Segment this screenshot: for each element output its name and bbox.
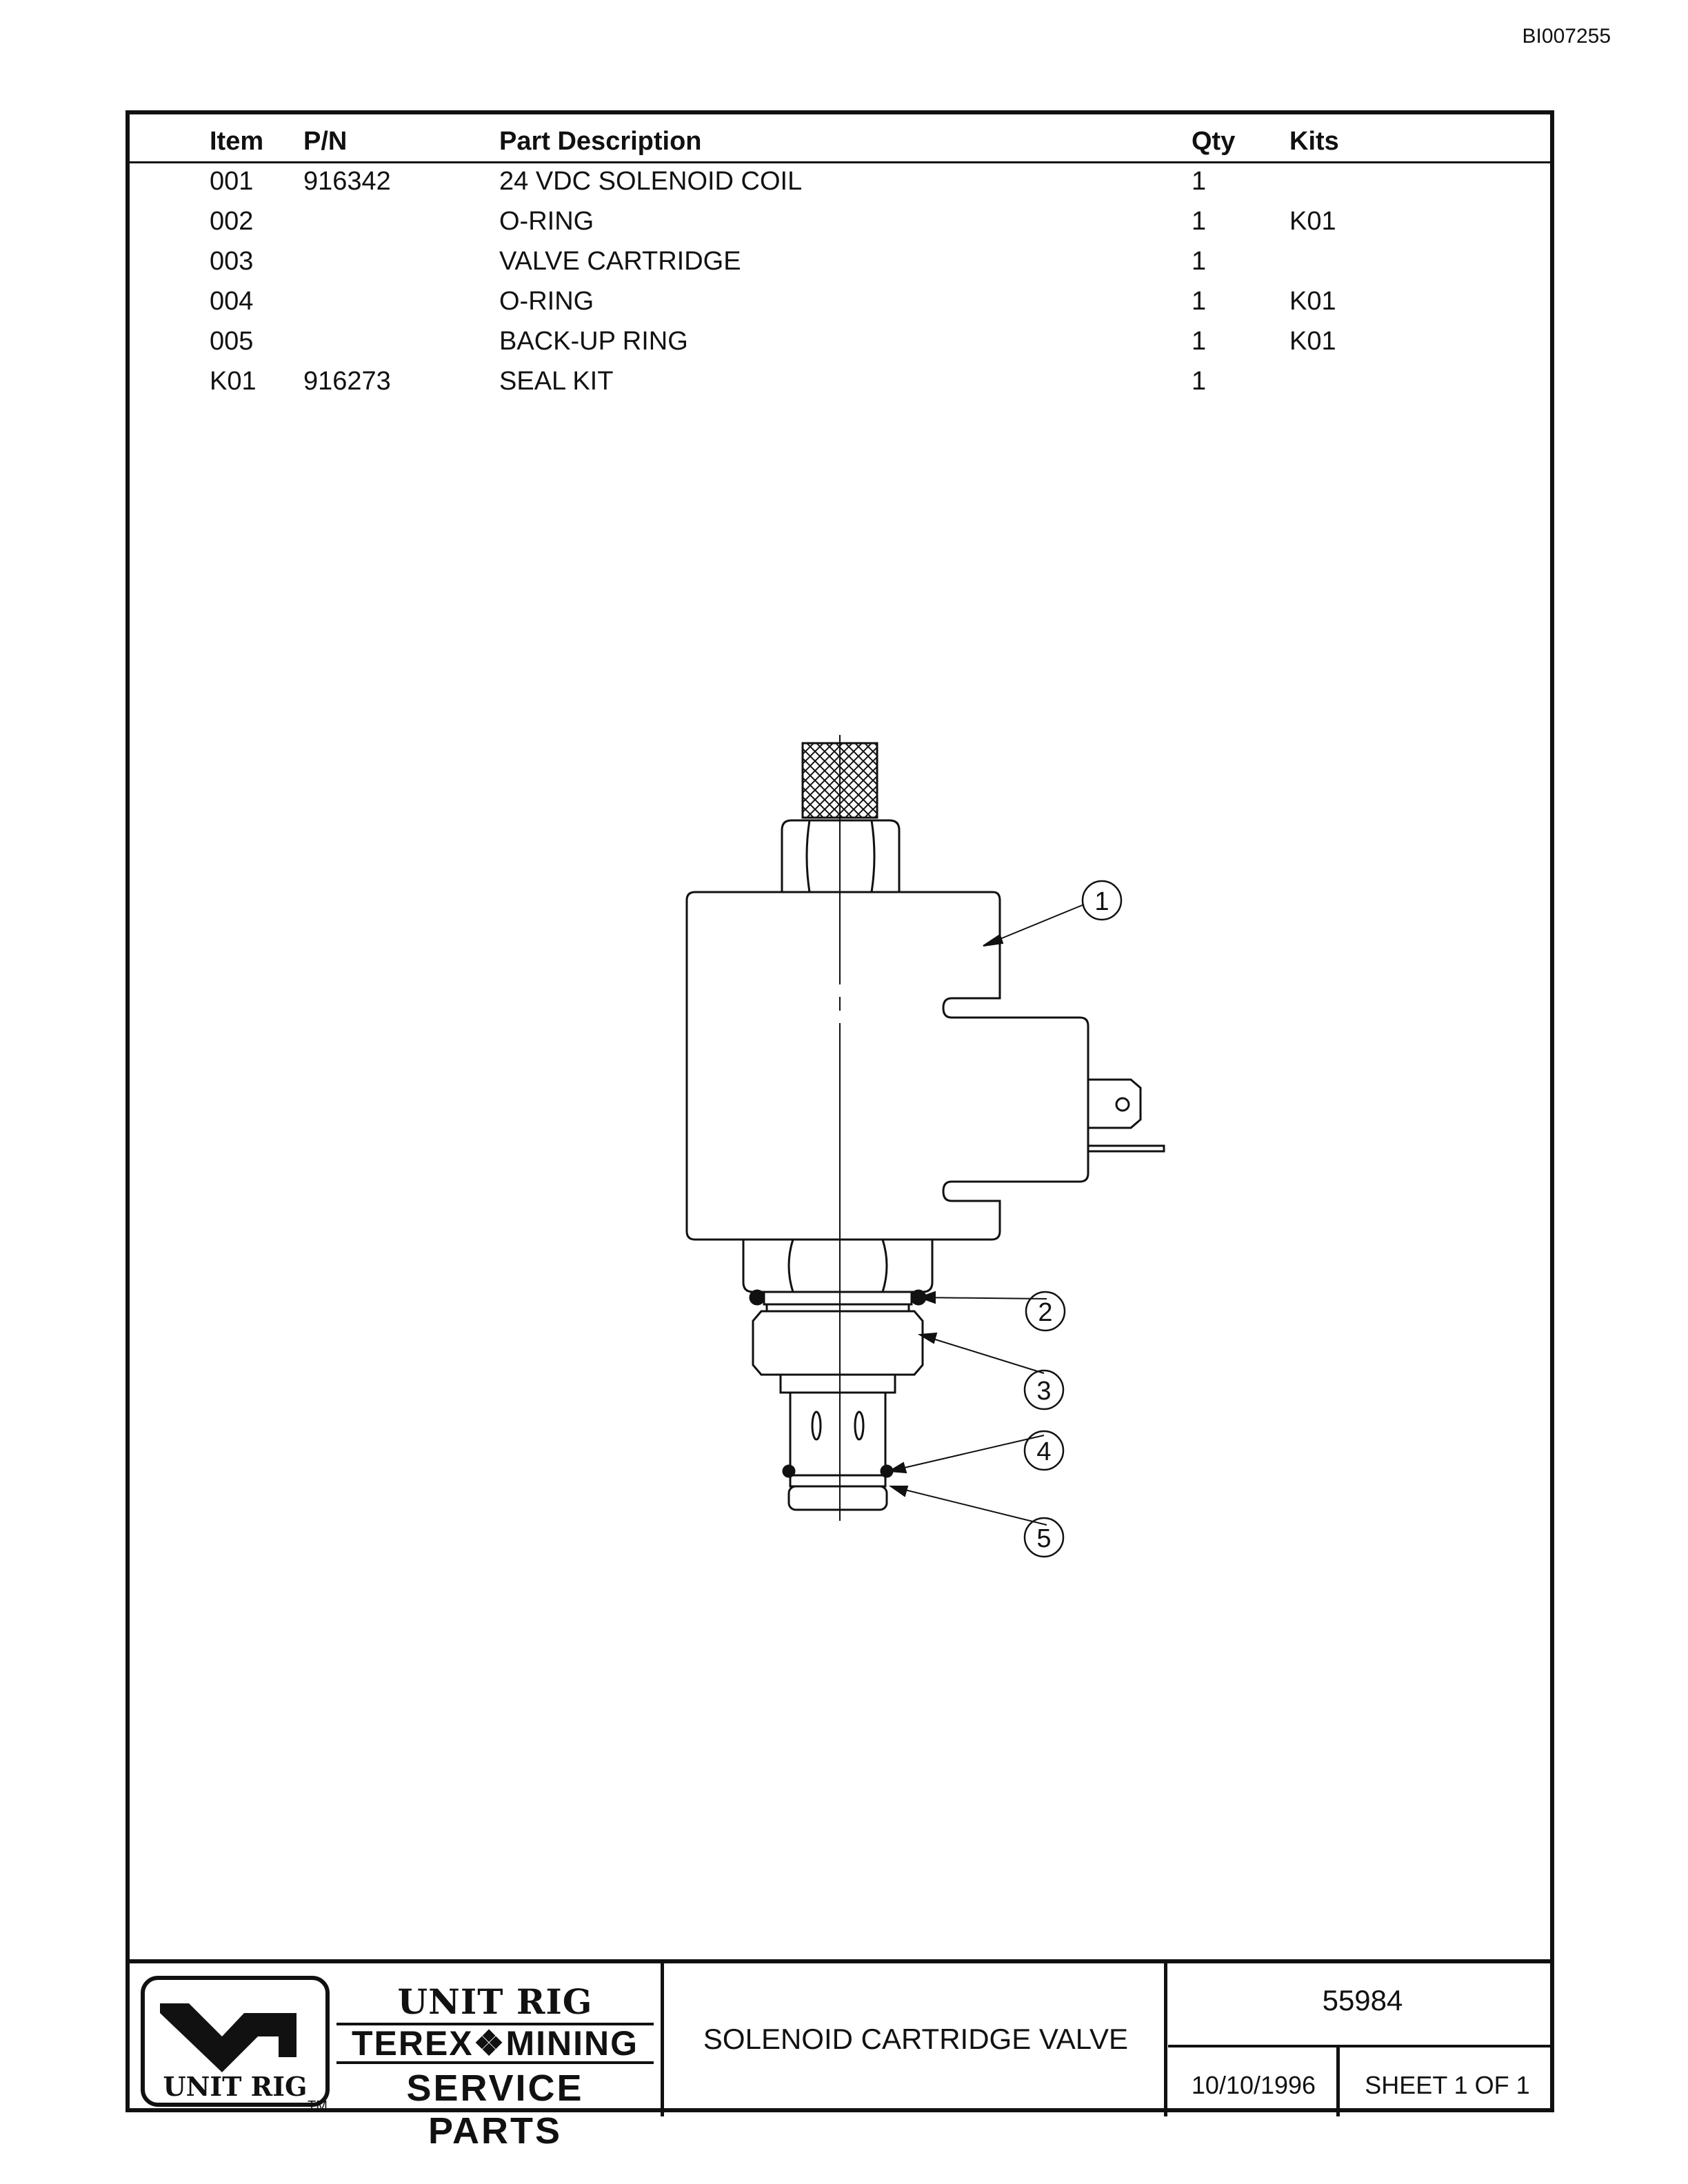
- header-pn: P/N: [303, 127, 348, 156]
- table-row: 004 O-RING 1 K01: [130, 287, 1550, 327]
- row-description: SEAL KIT: [499, 367, 614, 396]
- header-item: Item: [210, 127, 264, 156]
- table-row: 003 VALVE CARTRIDGE 1: [130, 247, 1550, 287]
- row-pn: 916273: [303, 367, 391, 396]
- trademark-mark: TM: [308, 2099, 328, 2114]
- row-item: 002: [210, 207, 254, 236]
- callout-5: 5: [1036, 1524, 1051, 1553]
- row-qty: 1: [1192, 167, 1207, 196]
- o-ring-4: [782, 1464, 796, 1478]
- brand-terex-mining: TEREX❖MINING: [336, 2023, 654, 2064]
- header-qty: Qty: [1192, 127, 1236, 156]
- title-block-divider: [661, 1963, 664, 2116]
- row-description: O-RING: [499, 207, 594, 236]
- title-block-divider: [1336, 2045, 1340, 2116]
- row-qty: 1: [1192, 327, 1207, 356]
- title-block: UNIT RIG UNIT RIG TEREX❖MINING SERVICE P…: [130, 1959, 1550, 2152]
- row-description: O-RING: [499, 287, 594, 316]
- row-qty: 1: [1192, 287, 1207, 316]
- row-item: 005: [210, 327, 254, 356]
- drawing-title: SOLENOID CARTRIDGE VALVE: [703, 2023, 1129, 2055]
- row-kits: K01: [1289, 207, 1336, 236]
- title-block-divider: [1164, 1963, 1167, 2116]
- row-kits: K01: [1289, 327, 1336, 356]
- document-id: BI007255: [1522, 25, 1611, 48]
- table-row: 002 O-RING 1 K01: [130, 207, 1550, 247]
- row-item: 001: [210, 167, 254, 196]
- table-row: 005 BACK-UP RING 1 K01: [130, 327, 1550, 367]
- sheet-number: SHEET 1 OF 1: [1365, 2071, 1530, 2099]
- table-row: 001 916342 24 VDC SOLENOID COIL 1: [130, 167, 1550, 207]
- leader-lines: [887, 904, 1085, 1526]
- callout-2: 2: [1038, 1298, 1052, 1327]
- row-pn: 916342: [303, 167, 391, 196]
- drawing-date: 10/10/1996: [1191, 2071, 1316, 2099]
- row-qty: 1: [1192, 207, 1207, 236]
- row-description: VALVE CARTRIDGE: [499, 247, 741, 276]
- spade-terminal: [1088, 1078, 1165, 1153]
- header-kits: Kits: [1289, 127, 1339, 156]
- row-item: 003: [210, 247, 254, 276]
- drawing-number: 55984: [1322, 1984, 1403, 2016]
- row-item: 004: [210, 287, 254, 316]
- row-description: 24 VDC SOLENOID COIL: [499, 167, 803, 196]
- row-kits: K01: [1289, 287, 1336, 316]
- brand-service-parts: SERVICE PARTS: [406, 2067, 584, 2152]
- row-qty: 1: [1192, 367, 1207, 396]
- solenoid-coil: [685, 891, 1089, 1241]
- row-qty: 1: [1192, 247, 1207, 276]
- title-block-rule: [1168, 2045, 1550, 2048]
- drawing-frame: Item P/N Part Description Qty Kits 001 9…: [125, 110, 1554, 2152]
- solenoid-valve-drawing: 1 2 3 4 5: [685, 735, 1165, 1558]
- callout-bubbles: [1023, 880, 1123, 1558]
- callout-4: 4: [1036, 1437, 1051, 1466]
- row-description: BACK-UP RING: [499, 327, 688, 356]
- valve-cartridge: [752, 1292, 924, 1511]
- row-item: K01: [210, 367, 257, 396]
- callout-3: 3: [1036, 1377, 1051, 1406]
- unit-rig-logo: UNIT RIG: [141, 1976, 330, 2107]
- header-description: Part Description: [499, 127, 702, 156]
- header-rule: [130, 161, 1550, 163]
- table-row: K01 916273 SEAL KIT 1: [130, 367, 1550, 407]
- callout-1: 1: [1094, 887, 1109, 916]
- lower-hex-nut: [742, 1239, 934, 1293]
- logo-text: UNIT RIG: [163, 2071, 308, 2102]
- brand-unit-rig: UNIT RIG: [397, 1981, 593, 2022]
- o-ring-2: [749, 1289, 765, 1306]
